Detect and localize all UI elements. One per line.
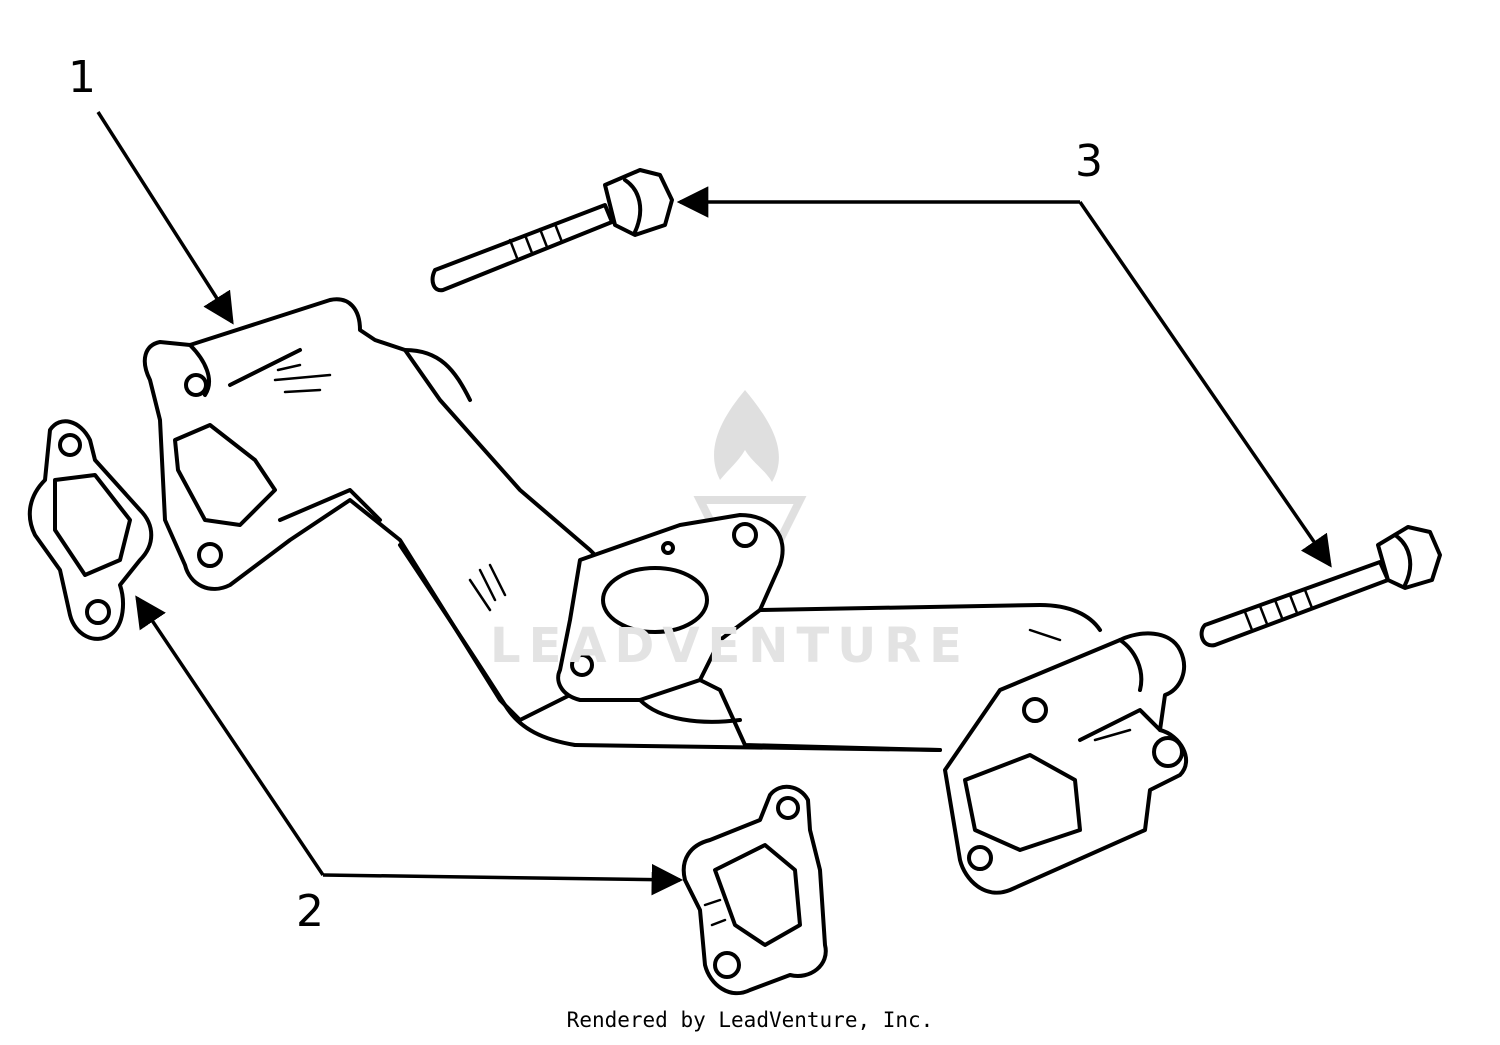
callout-part-2: 2	[296, 886, 324, 937]
leader-lines	[96, 111, 1332, 896]
watermark-text: LEADVENTURE	[490, 618, 970, 674]
footer-credit: Rendered by LeadVenture, Inc.	[566, 1008, 934, 1032]
gasket-bottom	[681, 784, 828, 996]
callout-part-1: 1	[68, 52, 96, 103]
intake-manifold	[142, 297, 1188, 895]
bolt-right	[1199, 525, 1442, 648]
bolt-top	[430, 168, 674, 293]
gasket-left	[27, 419, 154, 641]
callout-part-3: 3	[1075, 136, 1103, 187]
